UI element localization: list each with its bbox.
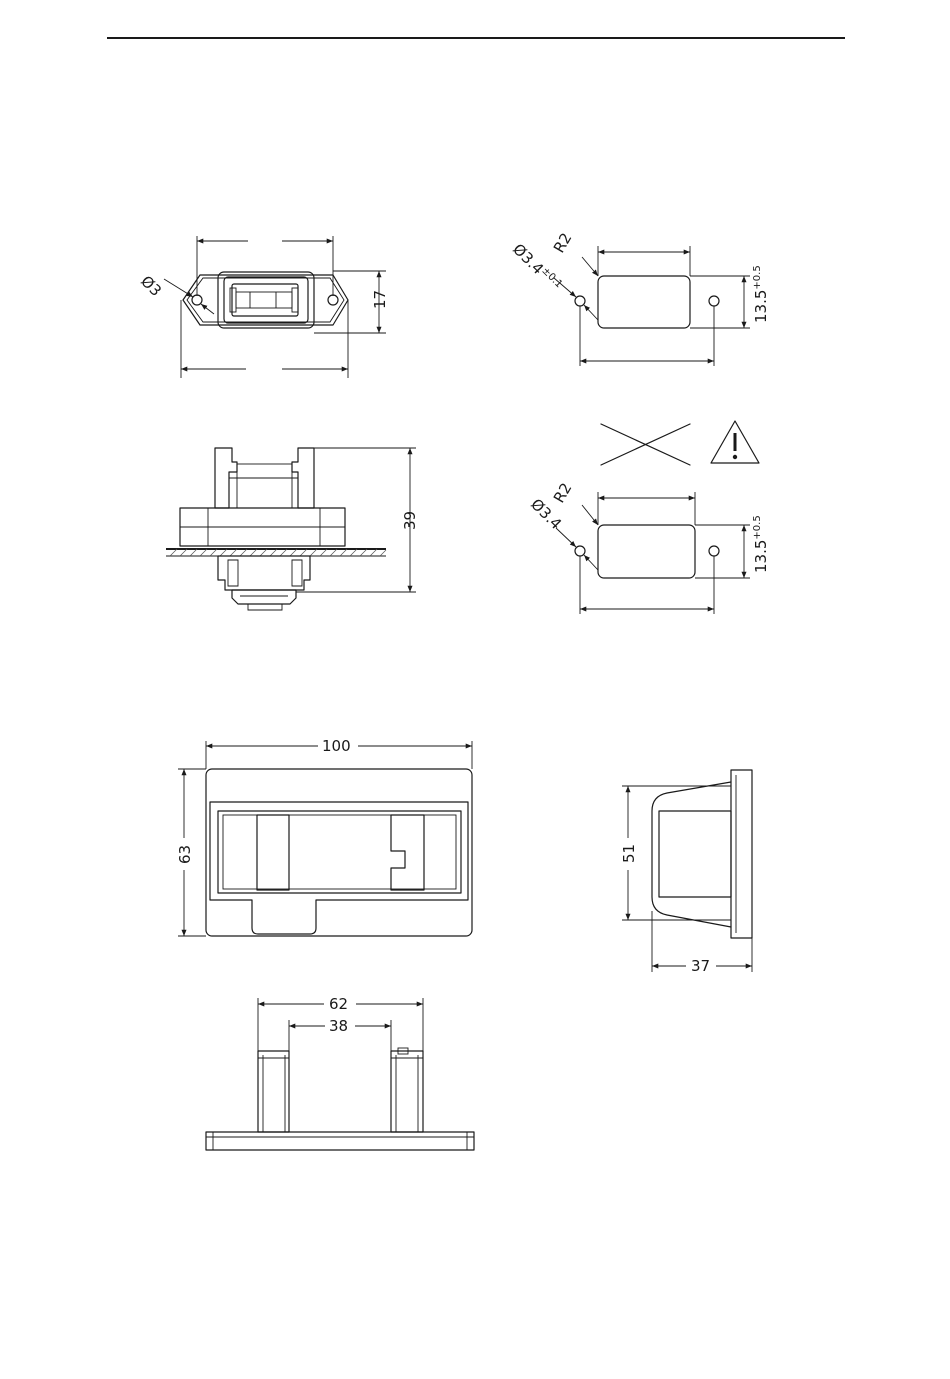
cutout2-radius-label: R2 [550, 480, 576, 506]
svg-text:13.5+0.5: 13.5+0.5 [752, 265, 770, 323]
front-hole-diameter-label: Ø3 [137, 272, 165, 300]
cover-side-view: 51 37 [620, 770, 752, 975]
svg-text:13.5+0.5: 13.5+0.5 [752, 515, 770, 573]
cutout1-height-tolerance-label: +0.5 [752, 265, 763, 289]
front-height-label: 17 [371, 290, 389, 309]
connector-front-view: Ø3 17 [137, 236, 389, 378]
connector-side-view: 39 [166, 448, 419, 610]
cover-width-label: 100 [322, 737, 351, 755]
panel-cutout-drawing-1: R2 Ø3.4±0.1 13.5+0.5 [509, 230, 770, 366]
panel-cutout-drawing-2: R2 Ø3.4 13.5+0.5 [527, 480, 770, 614]
cover-front-view: 100 63 [176, 737, 472, 936]
bottom-outer-label: 62 [329, 995, 348, 1013]
bottom-inner-label: 38 [329, 1017, 348, 1035]
cover-side-height-label: 51 [620, 844, 638, 863]
side-height-label: 39 [401, 511, 419, 530]
cross-mark-icon [601, 424, 690, 465]
warning-triangle-icon [711, 421, 759, 463]
cutout2-height-tolerance-label: +0.5 [752, 515, 763, 539]
cutout1-height-label: 13.5 [752, 290, 770, 323]
cutout1-hole-tolerance-label: ±0.1 [539, 265, 564, 290]
cutout2-height-label: 13.5 [752, 540, 770, 573]
cover-bottom-view: 62 38 [206, 995, 474, 1150]
cutout1-radius-label: R2 [550, 230, 576, 256]
panel-hatching [170, 549, 386, 556]
cover-height-label: 63 [176, 845, 194, 864]
cover-side-depth-label: 37 [691, 957, 710, 975]
